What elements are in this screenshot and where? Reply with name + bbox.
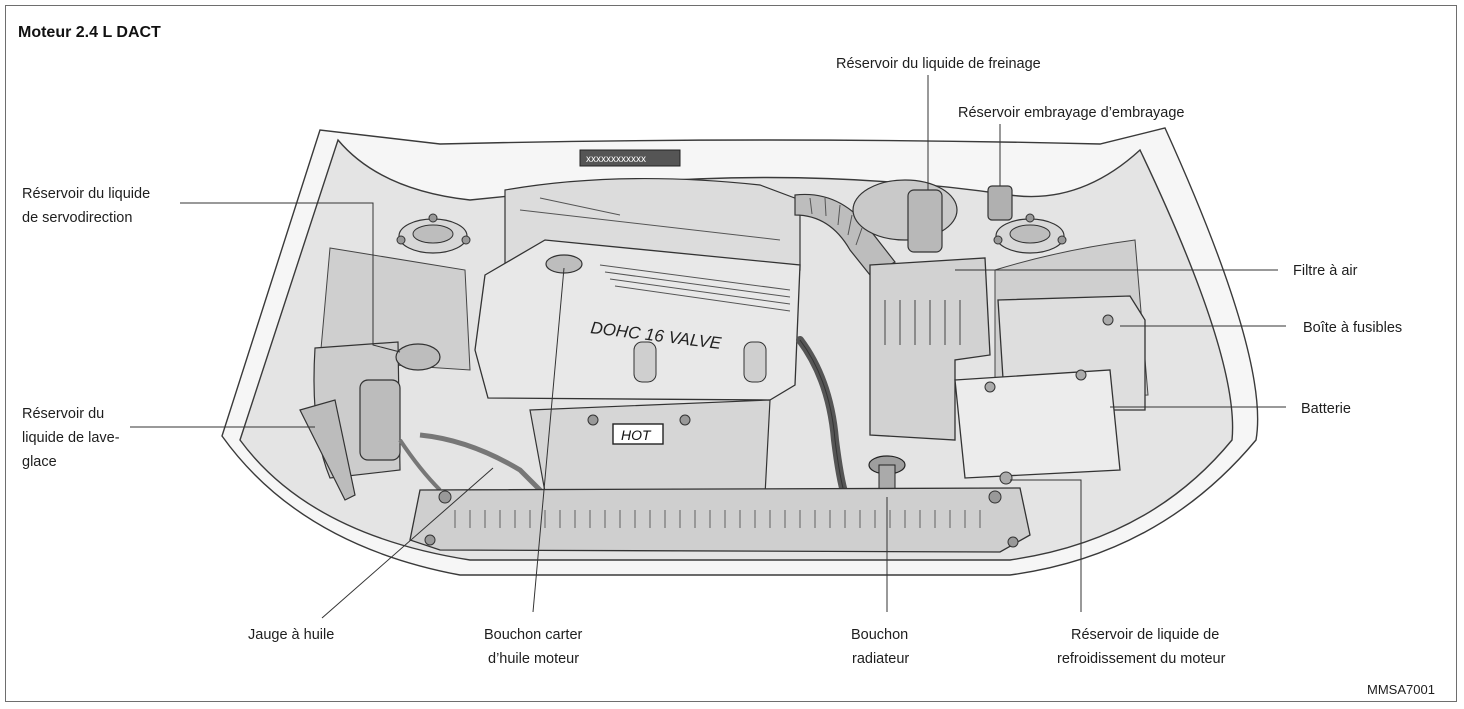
leader-lines bbox=[130, 75, 1286, 619]
engine-cover bbox=[474, 239, 801, 401]
leader-power-steering bbox=[180, 202, 401, 353]
label-coolant-line2: refroidissement du moteur bbox=[1057, 651, 1226, 667]
radiator-support bbox=[409, 487, 1031, 553]
label-brake-fluid: Réservoir du liquide de freinage bbox=[836, 56, 1041, 72]
figure-code: MMSA7001 bbox=[1367, 682, 1435, 697]
label-washer-line2: liquide de lave- bbox=[22, 430, 120, 446]
clutch-reservoir bbox=[987, 185, 1013, 221]
label-power-steering-line1: Réservoir du liquide bbox=[22, 186, 150, 202]
label-coolant-line1: Réservoir de liquide de bbox=[1071, 627, 1219, 643]
label-dipstick: Jauge à huile bbox=[248, 627, 334, 643]
label-air-filter: Filtre à air bbox=[1293, 263, 1358, 279]
leader-coolant bbox=[1010, 479, 1082, 612]
diagram-title: Moteur 2.4 L DACT bbox=[18, 24, 161, 41]
left-strut-mount bbox=[396, 213, 471, 254]
figure-frame bbox=[5, 5, 1457, 702]
label-oil-cap-line2: d’huile moteur bbox=[488, 651, 579, 667]
brake-fluid-reservoir bbox=[907, 189, 943, 253]
leader-dipstick bbox=[321, 467, 494, 619]
label-power-steering-line2: de servodirection bbox=[22, 210, 132, 226]
callout-labels: Réservoir du liquide de freinage Réservo… bbox=[22, 56, 1402, 667]
power-steering-reservoir bbox=[395, 343, 441, 371]
label-fuse-box: Boîte à fusibles bbox=[1303, 320, 1402, 336]
svg-text:xxxxxxxxxxxx: xxxxxxxxxxxx bbox=[586, 154, 646, 165]
right-strut-mount bbox=[993, 213, 1067, 254]
label-washer-line1: Réservoir du bbox=[22, 406, 104, 422]
leader-oil-cap bbox=[532, 267, 565, 613]
hot-label: HOT bbox=[621, 427, 652, 443]
engine-bay-illustration: xxxxxxxxxxxx DOHC 16 VALVE HOT bbox=[221, 127, 1259, 576]
label-battery: Batterie bbox=[1301, 401, 1351, 417]
label-radiator-cap-line2: radiateur bbox=[852, 651, 909, 667]
label-oil-cap-line1: Bouchon carter bbox=[484, 627, 583, 643]
label-radiator-cap-line1: Bouchon bbox=[851, 627, 908, 643]
label-washer-line3: glace bbox=[22, 454, 57, 470]
label-clutch-fluid: Réservoir embrayage d’embrayage bbox=[958, 105, 1184, 121]
battery bbox=[954, 369, 1121, 479]
vin-plate bbox=[579, 149, 681, 167]
